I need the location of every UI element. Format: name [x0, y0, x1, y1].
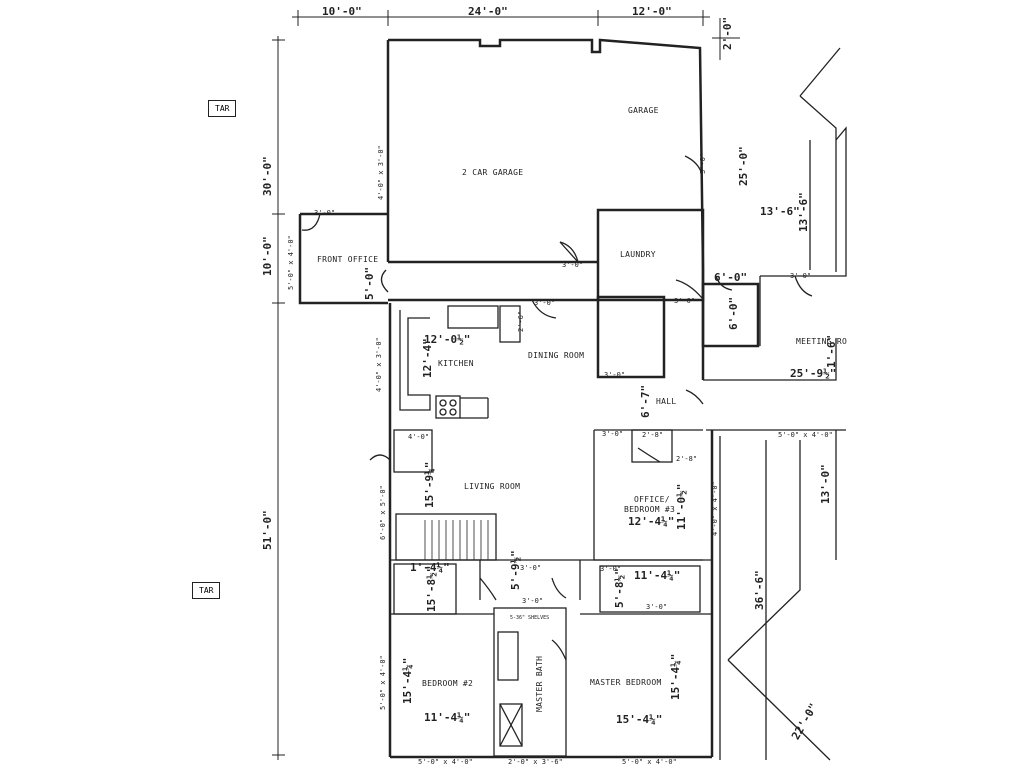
window-note: 6'-0" x 5'-0"	[379, 485, 387, 540]
door-note: 3'-0"	[699, 152, 707, 174]
door-note: 3'-0"	[646, 603, 668, 611]
room-label-garage: GARAGE	[628, 106, 659, 115]
dimension-15-4-b: 15'-4¼"	[669, 653, 682, 700]
window-note: 5'-0" x 4'-0"	[379, 655, 387, 710]
dimension-25ft: 25'-0"	[737, 146, 750, 186]
tar-tag-bottom: TAR	[192, 582, 221, 599]
door-note: 3'-0"	[522, 597, 544, 605]
dimension-2ft: 2'-0"	[721, 16, 734, 50]
room-label-bedroom-3: BEDROOM #3	[624, 505, 676, 514]
closet-note: 4'-0"	[408, 433, 430, 441]
window-note: 5'-0" x 4'-0"	[622, 758, 677, 766]
dimension-12-4-quarter: 12'-4¼"	[628, 515, 675, 528]
door-note: 3'-0"	[790, 272, 812, 280]
dimension-12-4: 12'-4"	[421, 338, 434, 378]
dimension-15-4-c: 15'-4¼"	[616, 713, 663, 726]
dimension-15-9-quarter: 15'-9¼"	[423, 461, 436, 508]
dimension-6-0-a: 6'-0"	[727, 296, 740, 330]
dimension-30ft: 30'-0"	[261, 156, 274, 196]
dimension-13-6-b: 13'-6"	[797, 192, 810, 232]
room-label-2-car-garage: 2 CAR GARAGE	[462, 168, 524, 177]
exterior-walls	[298, 38, 760, 759]
door-note: 3'-0"	[562, 261, 584, 269]
door-note: 3'-0"	[674, 297, 696, 305]
room-label-hall: HALL	[656, 397, 677, 406]
dimension-11-4-b: 11'-4¼"	[424, 711, 471, 724]
room-label-dining-room: DINING ROOM	[528, 351, 585, 360]
dimension-6-7: 6'-7"	[639, 384, 652, 418]
dimension-51ft: 51'-0"	[261, 510, 274, 550]
window-note: 5'-0" x 4'-0"	[287, 235, 295, 290]
door-note: 2'-8"	[642, 431, 664, 439]
window-note: 4'-0" x 3'-0"	[375, 337, 383, 392]
window-note: 5'-0" x 4'-0"	[418, 758, 473, 766]
room-label-laundry: LAUNDRY	[620, 250, 656, 259]
dimension-10ft-left: 10'-0"	[261, 236, 274, 276]
dimension-1-4: 1'-4¼"	[410, 561, 450, 574]
door-note: 2'-8"	[676, 455, 698, 463]
window-note: 2'-0" x 3'-6"	[508, 758, 563, 766]
top-dimension-10ft: 10'-0"	[322, 5, 362, 18]
dimension-15-4-a: 15'-4¼"	[401, 657, 414, 704]
door-note: 3'-0"	[534, 299, 556, 307]
door-note: 3'-0"	[604, 371, 626, 379]
dimension-13-0: 13'-0"	[819, 464, 832, 504]
door-note: 3'-0"	[314, 209, 336, 217]
window-note: 4'-0" x 4'-0"	[711, 481, 719, 536]
room-label-master-bedroom: MASTER BEDROOM	[590, 678, 662, 687]
room-label-kitchen: KITCHEN	[438, 359, 474, 368]
room-label-front-office: FRONT OFFICE	[317, 255, 379, 264]
window-note: 4'-0" x 3'-0"	[377, 145, 385, 200]
dimension-1-6: 1'-6"	[825, 334, 838, 368]
dimension-25-9-half: 25'-9½"	[790, 367, 837, 380]
door-note: 3'-0"	[602, 430, 624, 438]
door-note: 3'-0"	[520, 564, 542, 572]
interior-walls	[301, 47, 847, 761]
room-label-living-room: LIVING ROOM	[464, 482, 521, 491]
dimension-12-0-half: 12'-0½"	[424, 333, 471, 346]
dimension-36-6: 36'-6"	[753, 570, 766, 610]
door-note: 3'-0"	[600, 565, 622, 573]
dimension-11-0-half: 11'-0½"	[675, 483, 688, 530]
dimension-15-8-half: 15'-8½"	[425, 565, 438, 612]
dimension-11-4-a: 11'-4¼"	[634, 569, 681, 582]
dimension-13-6-a: 13'-6"	[760, 205, 800, 218]
dimension-5-8-half: 5'-8½"	[613, 568, 626, 608]
door-note: 2'-6"	[517, 310, 525, 332]
room-label-office: OFFICE/	[634, 495, 670, 504]
room-label-bedroom-2: BEDROOM #2	[422, 679, 474, 688]
window-note: 5'-0" x 4'-0"	[778, 431, 833, 439]
top-dimension-24ft: 24'-0"	[468, 5, 508, 18]
room-label-master-bath: MASTER BATH	[535, 655, 544, 712]
top-dimension-12ft: 12'-0"	[632, 5, 672, 18]
shelves-note: 5-36" SHELVES	[510, 615, 550, 621]
room-label-meeting-room: MEETING RO	[796, 337, 848, 346]
dimension-5-0: 5'-0"	[363, 266, 376, 300]
dimension-6-0-b: 6'-0"	[714, 271, 748, 284]
tar-tag-top: TAR	[208, 100, 237, 117]
